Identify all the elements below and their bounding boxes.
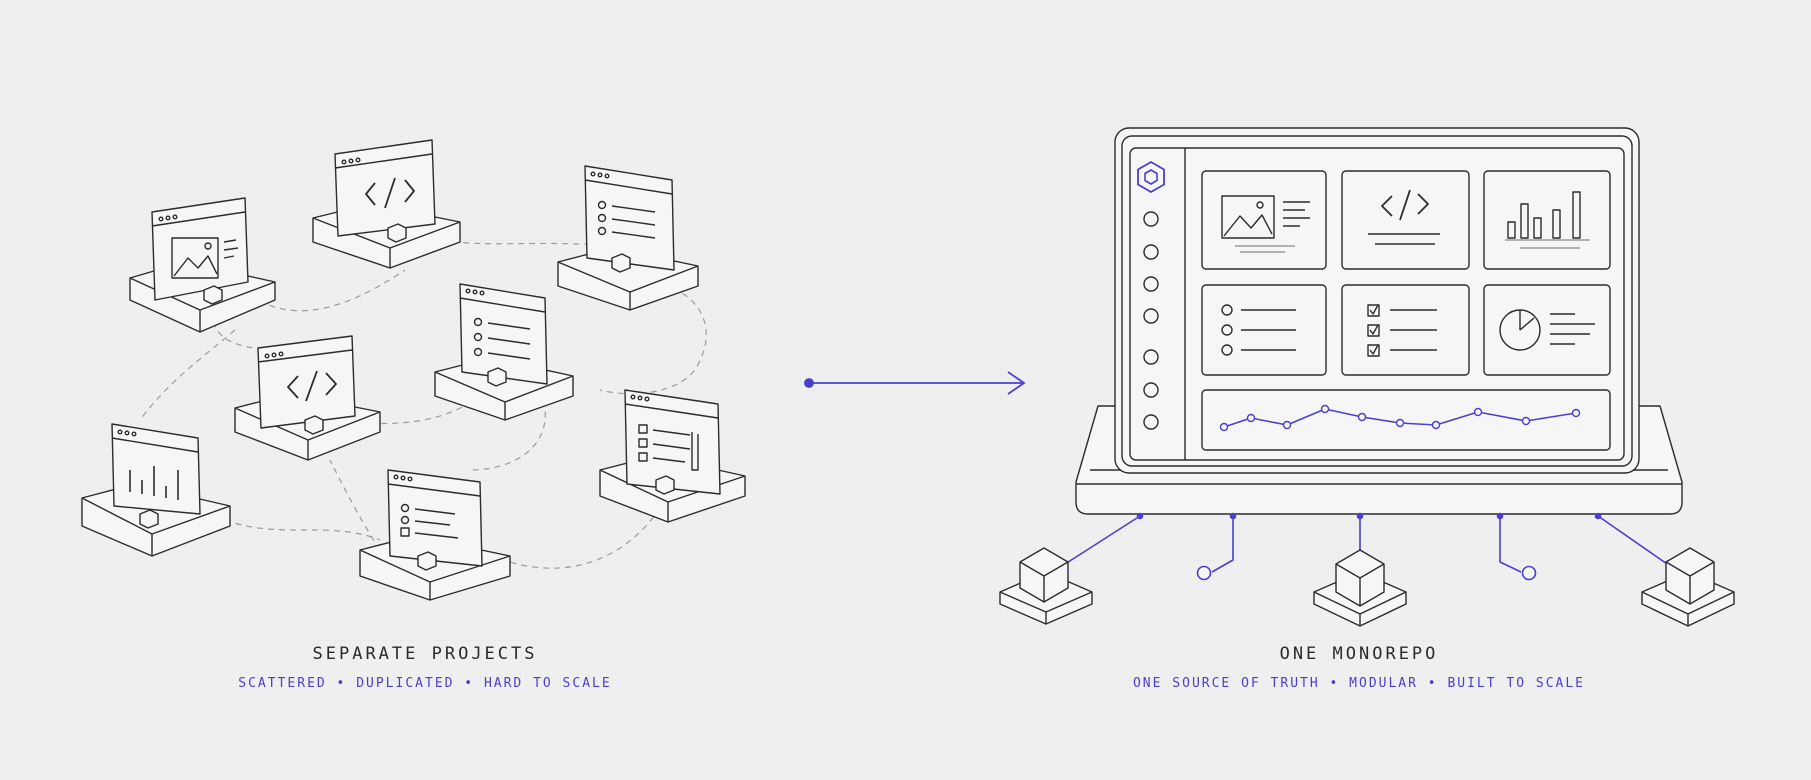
project-bar-chart [81, 423, 231, 557]
project-code-center [234, 335, 381, 461]
package-connectors [1061, 512, 1671, 581]
left-caption-title: SEPARATE PROJECTS [312, 644, 538, 664]
panel-checklist [1341, 284, 1470, 376]
package-cube-icon [1641, 547, 1735, 627]
panel-pie-chart [1483, 284, 1611, 376]
left-caption: SEPARATE PROJECTS SCATTERED • DUPLICATED… [75, 644, 775, 691]
package-cube-icon [999, 547, 1093, 625]
project-list-center [434, 283, 574, 421]
panel-radio-list [1201, 284, 1327, 376]
line-chart-series [1223, 408, 1577, 428]
sidebar-nav-dots [1143, 211, 1159, 430]
monorepo-dashboard [999, 127, 1735, 627]
right-caption: ONE MONOREPO ONE SOURCE OF TRUTH • MODUL… [1009, 644, 1709, 691]
left-caption-subtitle: SCATTERED • DUPLICATED • HARD TO SCALE [238, 676, 612, 691]
hexagon-logo-icon [1137, 161, 1165, 193]
transition-arrow [804, 371, 1026, 395]
project-list-bottom [359, 469, 511, 601]
right-caption-title: ONE MONOREPO [1279, 644, 1439, 664]
panel-bar-chart [1483, 170, 1611, 270]
project-code-top [312, 139, 461, 269]
separate-projects-cluster [81, 139, 746, 601]
project-list-top-right [557, 165, 699, 311]
right-caption-subtitle: ONE SOURCE OF TRUTH • MODULAR • BUILT TO… [1132, 676, 1586, 691]
panel-image [1201, 170, 1327, 270]
panel-code [1341, 170, 1470, 270]
project-list-right [599, 389, 746, 523]
package-cube-icon [1313, 549, 1407, 627]
panel-line-chart [1201, 389, 1611, 451]
project-image [129, 197, 276, 333]
